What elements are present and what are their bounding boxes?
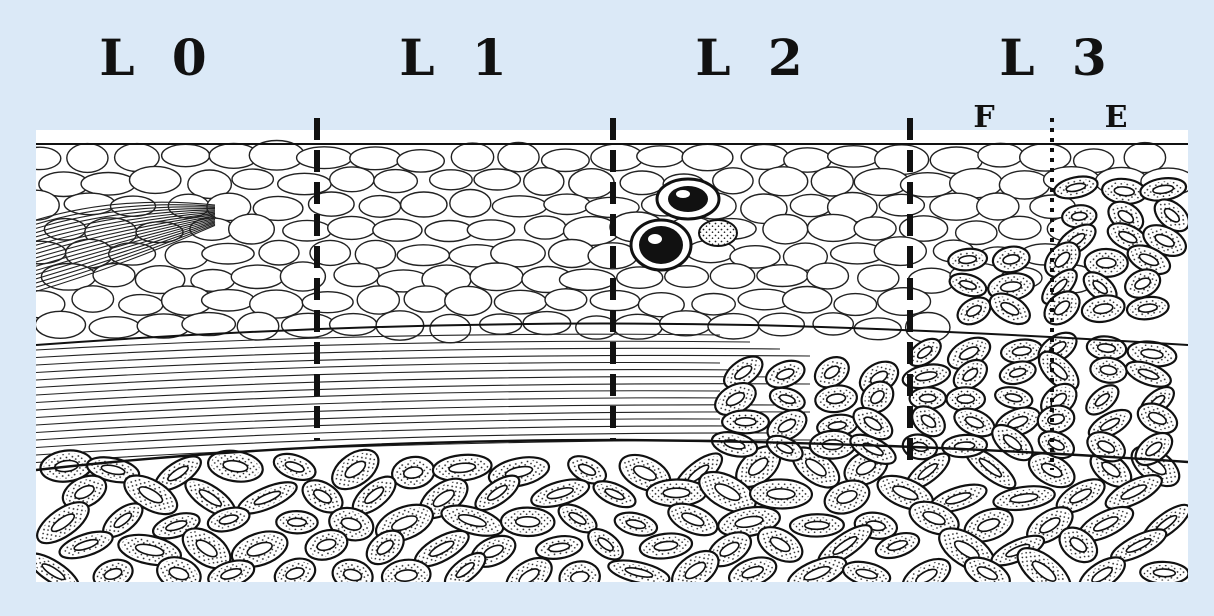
fat-cell bbox=[544, 194, 590, 214]
fat-cell bbox=[811, 167, 853, 196]
fat-cell bbox=[710, 264, 754, 289]
fat-cell bbox=[430, 170, 473, 190]
fat-cell bbox=[374, 170, 418, 193]
stage-label-l2: L 2 bbox=[695, 28, 812, 87]
fat-cell bbox=[492, 196, 546, 217]
fat-cell bbox=[494, 290, 546, 314]
fat-cell bbox=[524, 168, 564, 196]
fat-cell bbox=[858, 265, 899, 291]
fat-cell bbox=[259, 240, 299, 265]
small-stippled-cell bbox=[699, 220, 737, 246]
stage-label-l3: L 3 bbox=[999, 28, 1116, 87]
fat-cell bbox=[328, 216, 376, 239]
fat-cell bbox=[790, 194, 831, 216]
fat-cell bbox=[445, 286, 492, 315]
stage-label-l0: L 0 bbox=[99, 28, 216, 87]
stage-label-l1: L 1 bbox=[399, 28, 516, 87]
fat-cell bbox=[682, 144, 733, 170]
fat-cell bbox=[498, 143, 539, 172]
fat-cell bbox=[569, 169, 614, 198]
fat-cell bbox=[757, 265, 808, 287]
fat-cell bbox=[302, 292, 353, 313]
sub-label-e: E bbox=[1105, 100, 1128, 135]
fat-cell bbox=[89, 317, 140, 338]
fat-cell bbox=[451, 143, 493, 171]
fat-cell bbox=[807, 263, 849, 289]
fat-cell bbox=[808, 214, 859, 241]
fat-cell bbox=[878, 288, 931, 316]
fat-cell bbox=[560, 269, 616, 290]
fat-cell bbox=[202, 243, 254, 264]
tubule bbox=[750, 479, 812, 509]
fat-cell bbox=[545, 289, 587, 311]
fat-cell bbox=[591, 144, 643, 171]
fat-cell bbox=[404, 286, 447, 312]
fat-cell bbox=[330, 314, 377, 336]
fat-cell bbox=[202, 290, 255, 311]
fat-cell bbox=[297, 147, 352, 169]
fat-cell bbox=[162, 144, 210, 166]
tubule bbox=[501, 507, 555, 536]
fat-cell bbox=[283, 220, 332, 241]
fat-cell bbox=[401, 192, 447, 217]
fat-cell bbox=[759, 167, 808, 196]
fat-cell bbox=[130, 166, 181, 193]
fat-cell bbox=[81, 173, 135, 196]
dark-follicle-upper bbox=[657, 179, 719, 219]
fat-cell bbox=[278, 173, 331, 194]
fat-cell bbox=[72, 286, 114, 312]
dark-follicle-lower bbox=[631, 220, 691, 270]
fat-cell bbox=[397, 150, 444, 172]
fat-cell bbox=[783, 287, 832, 313]
tubule bbox=[722, 410, 769, 433]
tubule bbox=[947, 387, 985, 411]
fat-cell bbox=[834, 294, 877, 316]
fat-cell bbox=[874, 237, 926, 266]
fat-cell bbox=[425, 221, 473, 242]
tubule bbox=[1140, 561, 1189, 585]
fat-cell bbox=[977, 193, 1019, 220]
fat-cell bbox=[999, 216, 1041, 239]
fat-cell bbox=[450, 190, 491, 217]
fat-cell bbox=[359, 196, 400, 218]
fat-cell bbox=[35, 311, 85, 338]
fat-cell bbox=[525, 216, 566, 239]
fat-cell bbox=[229, 214, 275, 244]
fat-cell bbox=[19, 147, 61, 169]
fat-cell bbox=[397, 245, 449, 266]
fat-cell bbox=[879, 194, 924, 216]
tubule bbox=[790, 514, 844, 537]
fat-cell bbox=[231, 265, 284, 288]
tubule bbox=[647, 479, 707, 507]
fat-cell bbox=[474, 169, 520, 190]
fat-cell bbox=[614, 314, 663, 339]
fat-cell bbox=[237, 312, 279, 340]
fat-cell bbox=[232, 169, 273, 189]
fat-cell bbox=[854, 217, 896, 240]
tubule bbox=[276, 511, 318, 534]
fat-cell bbox=[430, 314, 471, 342]
fat-cell bbox=[357, 286, 399, 314]
fat-cell bbox=[978, 143, 1023, 167]
fat-cell bbox=[763, 215, 808, 244]
fat-cell bbox=[813, 313, 853, 335]
fat-cell bbox=[467, 220, 514, 240]
fat-cell bbox=[741, 144, 788, 169]
fat-cell bbox=[828, 146, 880, 167]
fat-cell bbox=[470, 263, 523, 291]
fat-cell bbox=[282, 313, 335, 337]
sub-label-f: F bbox=[973, 100, 994, 135]
fat-cell bbox=[119, 295, 163, 316]
fat-cell bbox=[334, 263, 379, 286]
fat-cell bbox=[930, 193, 983, 220]
fat-cell bbox=[713, 168, 753, 194]
fat-cell bbox=[67, 144, 108, 173]
fat-cell bbox=[373, 219, 422, 241]
fat-cell bbox=[330, 167, 374, 192]
fat-cell bbox=[637, 146, 684, 167]
fat-cell bbox=[350, 147, 401, 170]
